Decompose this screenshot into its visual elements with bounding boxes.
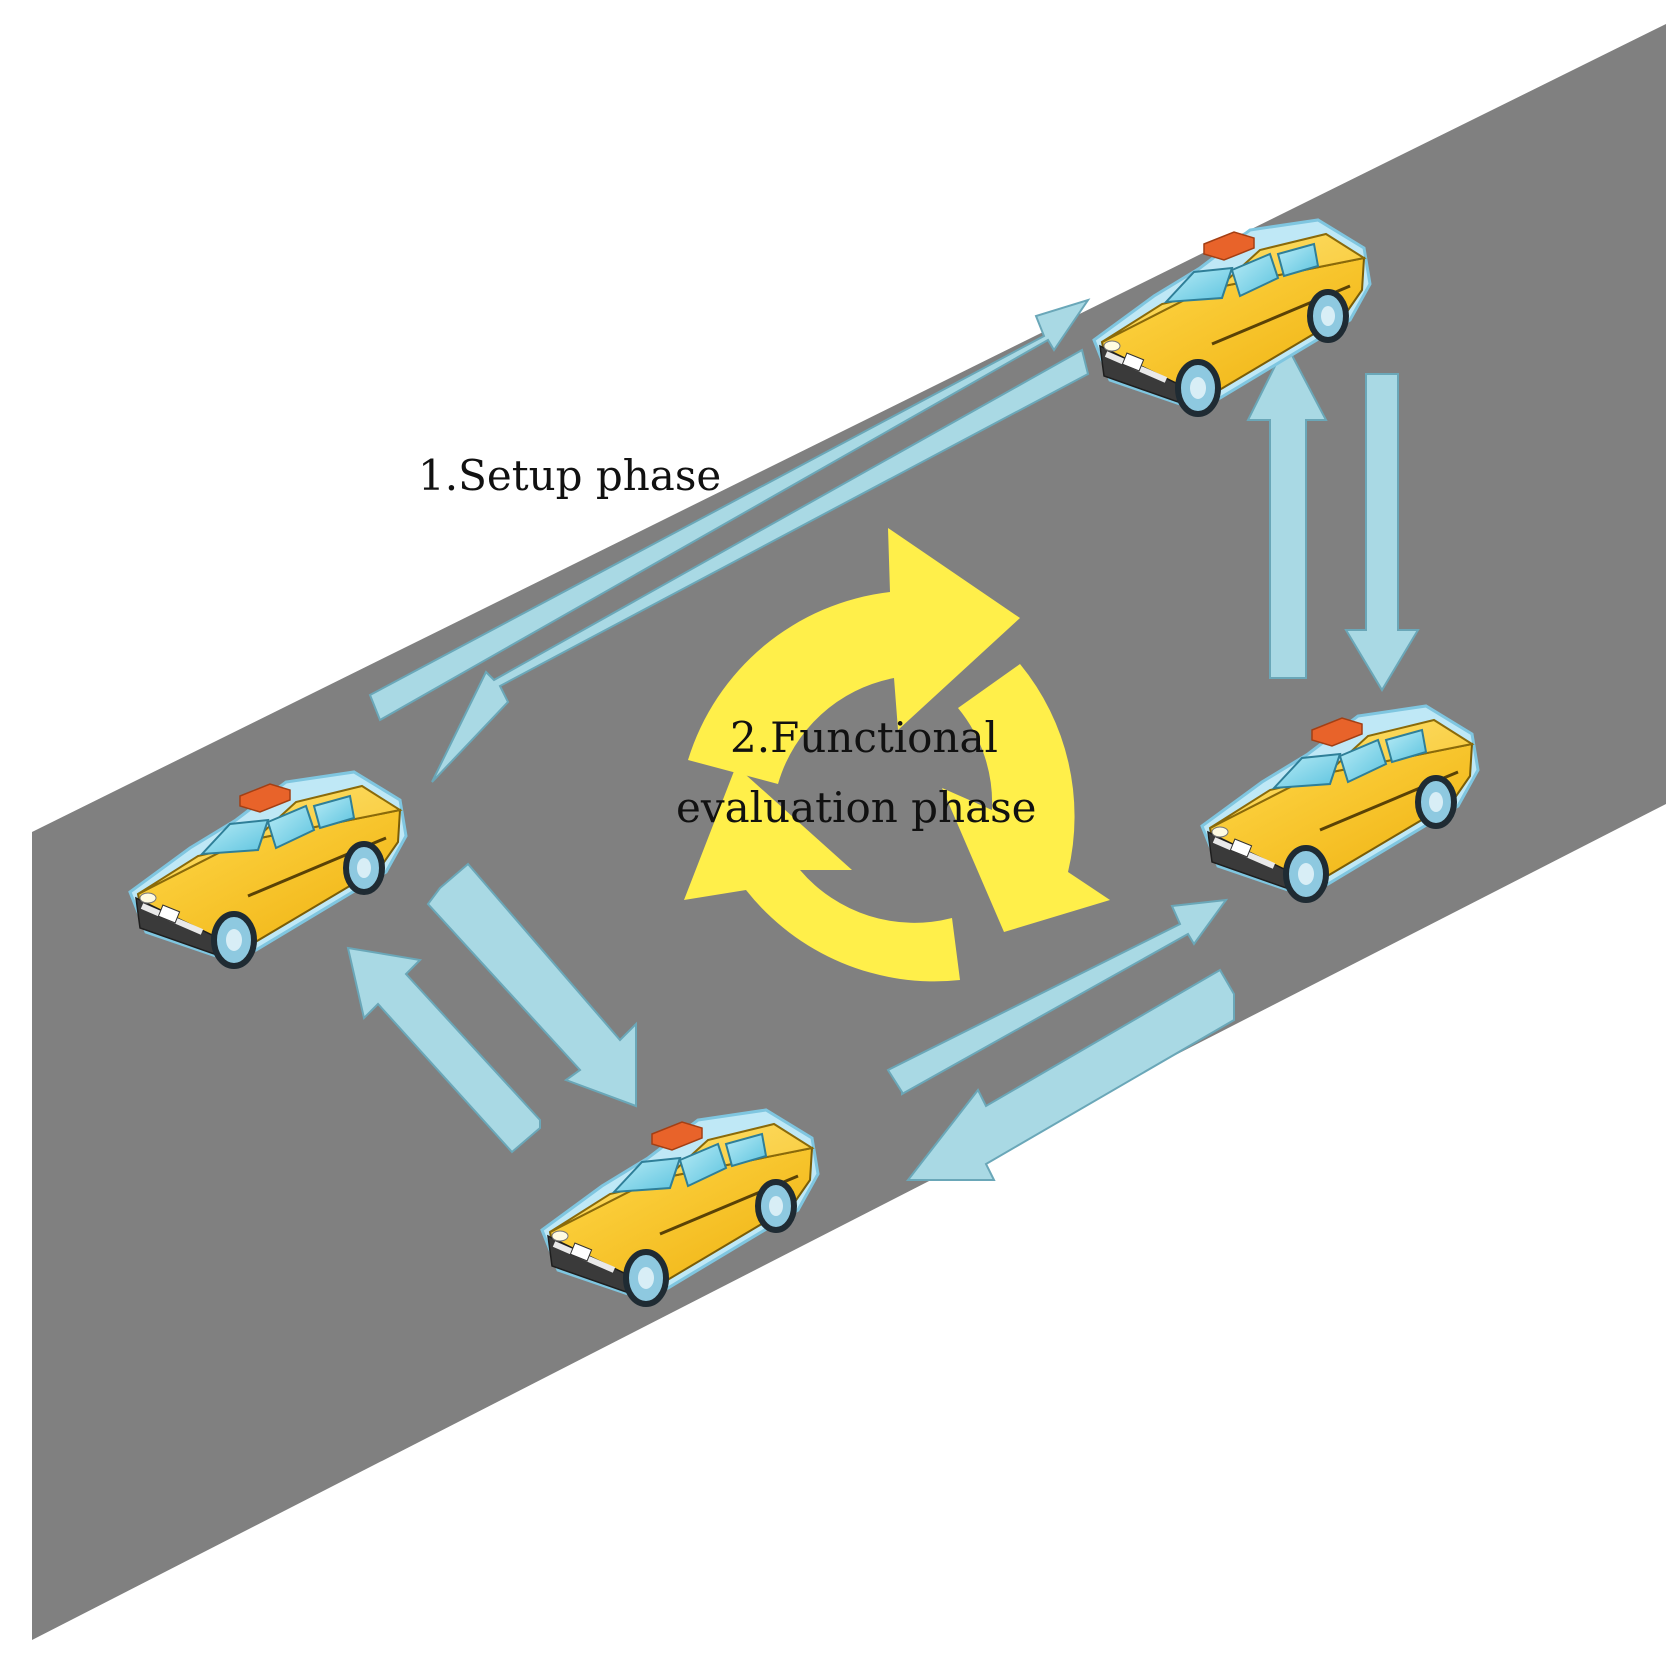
arrow-right-to-top-right bbox=[1246, 341, 1328, 679]
arrow-left-to-top-right-shaft bbox=[368, 298, 1091, 722]
arrow-bottom-to-left bbox=[346, 946, 541, 1154]
functional-phase-label-line2: evaluation phase bbox=[676, 783, 1037, 832]
setup-phase-label: 1.Setup phase bbox=[418, 451, 721, 500]
road bbox=[32, 24, 1666, 1640]
arrow-left-to-bottom bbox=[426, 862, 637, 1108]
arrow-top-right-to-right bbox=[1344, 373, 1420, 692]
arrow-right-to-bottom bbox=[905, 968, 1235, 1181]
link-arrows bbox=[346, 298, 1420, 1181]
cycle-arrows bbox=[684, 528, 1110, 982]
functional-phase-label-line1: 2.Functional bbox=[730, 713, 998, 762]
arrow-bottom-to-right bbox=[886, 898, 1229, 1096]
cycle-arrow-top bbox=[688, 528, 1020, 784]
cycle-arrow-left bbox=[684, 766, 960, 982]
cycle-arrow-right bbox=[942, 664, 1110, 932]
arrow-top-right-to-left bbox=[431, 348, 1090, 783]
